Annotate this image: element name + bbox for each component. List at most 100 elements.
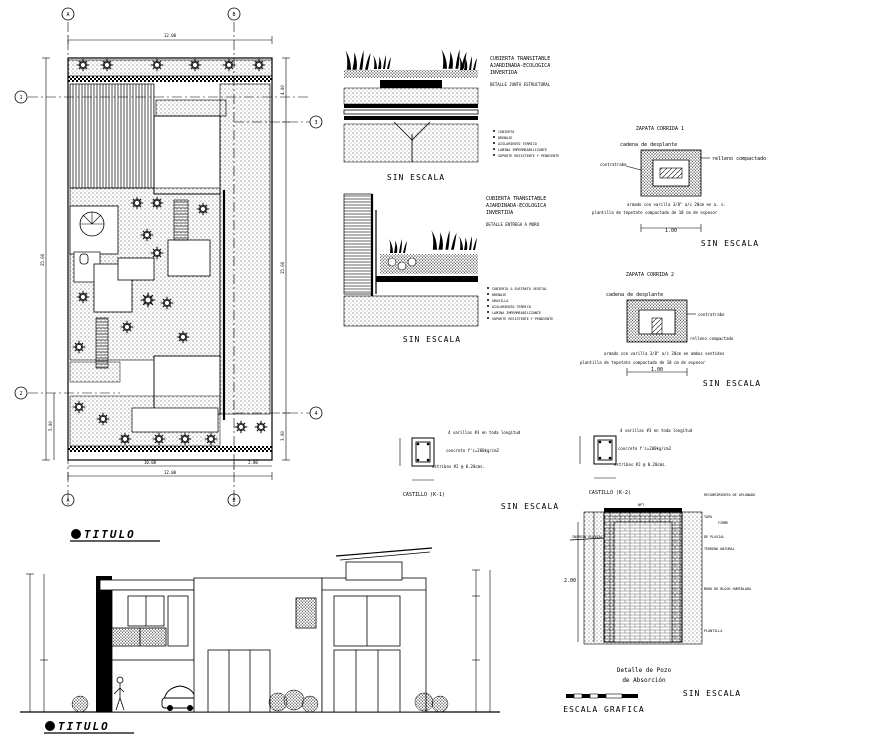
svg-text:INVERTIDA: INVERTIDA bbox=[486, 210, 513, 216]
svg-text:25.00: 25.00 bbox=[40, 253, 45, 266]
axis-bubble-b-top: B bbox=[227, 7, 241, 21]
axis-bubble-3: 3 bbox=[309, 115, 323, 129]
slab-section-2 bbox=[343, 295, 479, 327]
car-icon bbox=[161, 685, 199, 711]
svg-text:SIN ESCALA: SIN ESCALA bbox=[387, 173, 445, 182]
svg-text:ZAPATA CORRIDA 2: ZAPATA CORRIDA 2 bbox=[626, 272, 674, 278]
svg-text:AJARDINADA-ECOLOGICA: AJARDINADA-ECOLOGICA bbox=[490, 63, 550, 69]
svg-text:12.00: 12.00 bbox=[164, 33, 177, 38]
svg-text:AISLAMIENTO TERMICO: AISLAMIENTO TERMICO bbox=[492, 305, 531, 309]
svg-text:plantilla de tepetate compacta: plantilla de tepetate compactado de 10 c… bbox=[580, 360, 706, 365]
svg-text:LAMINA IMPERMEABILIZANTE: LAMINA IMPERMEABILIZANTE bbox=[492, 311, 541, 315]
svg-text:B: B bbox=[232, 498, 235, 504]
svg-text:4 varillas #3 en toda longitud: 4 varillas #3 en toda longitud bbox=[448, 430, 521, 435]
svg-text:contratrabe: contratrabe bbox=[600, 162, 627, 167]
svg-text:5.00: 5.00 bbox=[48, 421, 53, 431]
svg-text:1.00: 1.00 bbox=[651, 367, 663, 373]
parapet-wall bbox=[343, 193, 373, 295]
parking-edge bbox=[68, 76, 272, 82]
grass-layer-2 bbox=[389, 230, 477, 253]
svg-text:TITULO: TITULO bbox=[58, 720, 110, 733]
castillos-scale: SIN ESCALA bbox=[501, 502, 559, 511]
detail-2-legend: CUBIERTA & SUSTRATO VEGETAL DRENAJE GRAV… bbox=[487, 287, 553, 321]
castillo-k1: 4 varillas #3 en toda longitud concreto … bbox=[399, 430, 521, 498]
svg-text:4: 4 bbox=[314, 411, 317, 417]
svg-text:3: 3 bbox=[314, 120, 317, 126]
side-window bbox=[167, 595, 189, 647]
svg-text:GRAVILLA: GRAVILLA bbox=[492, 299, 508, 303]
svg-text:DETALLE ENTREGA A MURO: DETALLE ENTREGA A MURO bbox=[486, 222, 540, 227]
svg-text:MURO DE BLOCK HUMINLADA: MURO DE BLOCK HUMINLADA bbox=[704, 587, 751, 591]
site-plan: A B A B 1 2 3 4 bbox=[14, 7, 323, 507]
inlet-pipe bbox=[569, 537, 605, 541]
patio-block-3 bbox=[167, 239, 211, 277]
joint-cap bbox=[380, 80, 442, 88]
grass-layer-1 bbox=[345, 49, 477, 70]
detail-cubierta-1: CUBIERTA TRANSITABLE AJARDINADA-ECOLOGIC… bbox=[343, 49, 559, 182]
front-edge bbox=[68, 446, 272, 452]
svg-text:contratrabe: contratrabe bbox=[698, 312, 725, 317]
svg-text:4.00: 4.00 bbox=[280, 85, 285, 95]
elevation-shrubs bbox=[71, 689, 449, 713]
escala-grafica: ESCALA GRAFICA bbox=[563, 693, 644, 714]
substrate-layer bbox=[344, 70, 478, 78]
svg-text:CUBIERTA TRANSITABLE: CUBIERTA TRANSITABLE bbox=[486, 196, 546, 202]
svg-text:DRENAJE: DRENAJE bbox=[498, 136, 512, 140]
svg-text:SOPORTE RESISTENTE Y PENDIENTE: SOPORTE RESISTENTE Y PENDIENTE bbox=[492, 317, 553, 321]
svg-text:Detalle de Pozo: Detalle de Pozo bbox=[617, 667, 672, 674]
svg-text:LAMINA IMPERMEABILIZANTE: LAMINA IMPERMEABILIZANTE bbox=[498, 148, 547, 152]
terrace bbox=[155, 99, 227, 117]
svg-text:15.00: 15.00 bbox=[280, 261, 285, 274]
svg-text:ZAPATA CORRIDA 1: ZAPATA CORRIDA 1 bbox=[636, 126, 684, 132]
zapata-corrida-1: ZAPATA CORRIDA 1 cadena de desplante con… bbox=[592, 126, 766, 248]
axis-bubble-b-bottom: B bbox=[227, 493, 241, 507]
svg-text:CASTILLO (K-1): CASTILLO (K-1) bbox=[403, 492, 445, 498]
svg-text:plantilla de tepetate compacta: plantilla de tepetate compactado de 10 c… bbox=[592, 210, 718, 215]
stair-flight-2 bbox=[95, 317, 109, 369]
pebbles bbox=[387, 257, 417, 271]
svg-text:SIN ESCALA: SIN ESCALA bbox=[701, 239, 759, 248]
svg-text:NPT: NPT bbox=[638, 503, 644, 507]
zapata-corrida-2: ZAPATA CORRIDA 2 cadena de desplante con… bbox=[580, 272, 761, 388]
deck-area bbox=[69, 83, 155, 189]
svg-text:concreto f'c=200kg/cm2: concreto f'c=200kg/cm2 bbox=[618, 446, 672, 451]
castillo-k2: 4 varillas #3 en toda longitud concreto … bbox=[579, 428, 693, 496]
svg-text:DETALLE JUNTA ESTRUCTURAL: DETALLE JUNTA ESTRUCTURAL bbox=[490, 82, 551, 87]
dark-wall bbox=[96, 576, 112, 712]
slab-section bbox=[343, 123, 479, 163]
svg-text:FIRME: FIRME bbox=[718, 521, 728, 525]
svg-text:DRENAJE: DRENAJE bbox=[492, 293, 506, 297]
svg-text:de Absorción: de Absorción bbox=[622, 677, 666, 684]
svg-text:CUBIERTA: CUBIERTA bbox=[498, 130, 514, 134]
pozo-infill bbox=[614, 522, 672, 642]
stair-flight-1 bbox=[173, 199, 189, 241]
svg-text:TERRENO NATURAL: TERRENO NATURAL bbox=[704, 547, 735, 551]
detail-cubierta-2: CUBIERTA TRANSITABLE AJARDINADA-ECOLOGIC… bbox=[343, 193, 553, 344]
axis-bubble-1: 1 bbox=[14, 90, 28, 104]
lot-boundary bbox=[67, 57, 273, 461]
balcony bbox=[107, 627, 167, 647]
svg-text:CASTILLO (K-2): CASTILLO (K-2) bbox=[589, 490, 631, 496]
svg-text:relleno compactado: relleno compactado bbox=[712, 156, 766, 162]
svg-text:INGRESO PLUVIAL: INGRESO PLUVIAL bbox=[572, 535, 603, 539]
right-lower-window bbox=[333, 649, 401, 713]
stair-well bbox=[69, 205, 119, 255]
axis-bubble-4: 4 bbox=[309, 406, 323, 420]
svg-text:10.00: 10.00 bbox=[144, 460, 157, 465]
svg-text:SIN ESCALA: SIN ESCALA bbox=[683, 689, 741, 698]
axis-bubble-2: 2 bbox=[14, 386, 28, 400]
svg-text:armado con varilla 3/8" a/c 20: armado con varilla 3/8" a/c 20cm en a. s… bbox=[627, 202, 726, 207]
svg-text:concreto f'c=200kg/cm2: concreto f'c=200kg/cm2 bbox=[446, 448, 500, 453]
svg-text:12.00: 12.00 bbox=[164, 470, 177, 475]
svg-text:SIN ESCALA: SIN ESCALA bbox=[703, 379, 761, 388]
room-upper bbox=[153, 115, 221, 195]
svg-text:TAPA: TAPA bbox=[704, 515, 712, 519]
gravel-layer bbox=[343, 87, 479, 105]
garden-strip-top bbox=[67, 59, 273, 77]
svg-text:estribos #2 @ 0.20cms.: estribos #2 @ 0.20cms. bbox=[614, 462, 667, 467]
svg-text:INVERTIDA: INVERTIDA bbox=[490, 70, 517, 76]
svg-text:SIN ESCALA: SIN ESCALA bbox=[403, 335, 461, 344]
svg-text:cadena de desplante: cadena de desplante bbox=[606, 292, 663, 298]
